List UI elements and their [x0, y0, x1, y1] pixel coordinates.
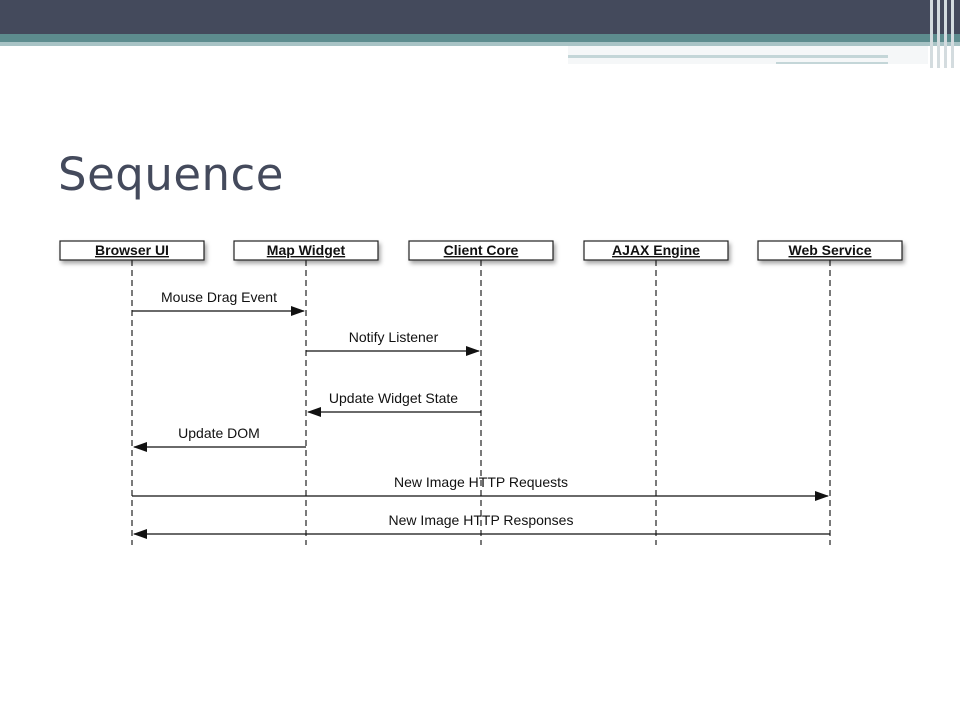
- message: New Image HTTP Responses: [133, 512, 830, 539]
- corner-stripes-decoration: [926, 0, 960, 68]
- message-label: New Image HTTP Responses: [389, 512, 574, 528]
- lifeline-label: Client Core: [444, 242, 519, 258]
- lifeline-box: [757, 240, 903, 261]
- lifeline-label: AJAX Engine: [612, 242, 700, 258]
- slide-title: Sequence: [58, 148, 284, 201]
- lifeline-box: [233, 240, 379, 261]
- message: New Image HTTP Requests: [132, 474, 829, 501]
- header-accent-bar: [0, 34, 960, 42]
- header-bar: [0, 0, 960, 34]
- message-label: Update DOM: [178, 425, 260, 441]
- lifeline-box: [59, 240, 205, 261]
- message: Mouse Drag Event: [132, 289, 305, 316]
- lifeline-box: [583, 240, 729, 261]
- header-accent-line: [0, 42, 960, 46]
- header-line-decoration: [568, 55, 888, 58]
- message-label: New Image HTTP Requests: [394, 474, 568, 490]
- lifeline-label: Browser UI: [95, 242, 169, 258]
- lifeline-label: Web Service: [788, 242, 871, 258]
- message: Update Widget State: [307, 390, 481, 417]
- lifeline: AJAX Engine: [583, 240, 729, 545]
- message: Notify Listener: [306, 329, 480, 356]
- lifeline: Web Service: [757, 240, 903, 545]
- header-line-decoration-short: [776, 62, 888, 64]
- lifeline: Map Widget: [233, 240, 379, 545]
- message-label: Update Widget State: [329, 390, 458, 406]
- lifeline: Browser UI: [59, 240, 205, 545]
- lifeline: Client Core: [408, 240, 554, 545]
- lifeline-label: Map Widget: [267, 242, 346, 258]
- message-label: Notify Listener: [349, 329, 439, 345]
- lifeline-box: [408, 240, 554, 261]
- message-label: Mouse Drag Event: [161, 289, 277, 305]
- message: Update DOM: [133, 425, 306, 452]
